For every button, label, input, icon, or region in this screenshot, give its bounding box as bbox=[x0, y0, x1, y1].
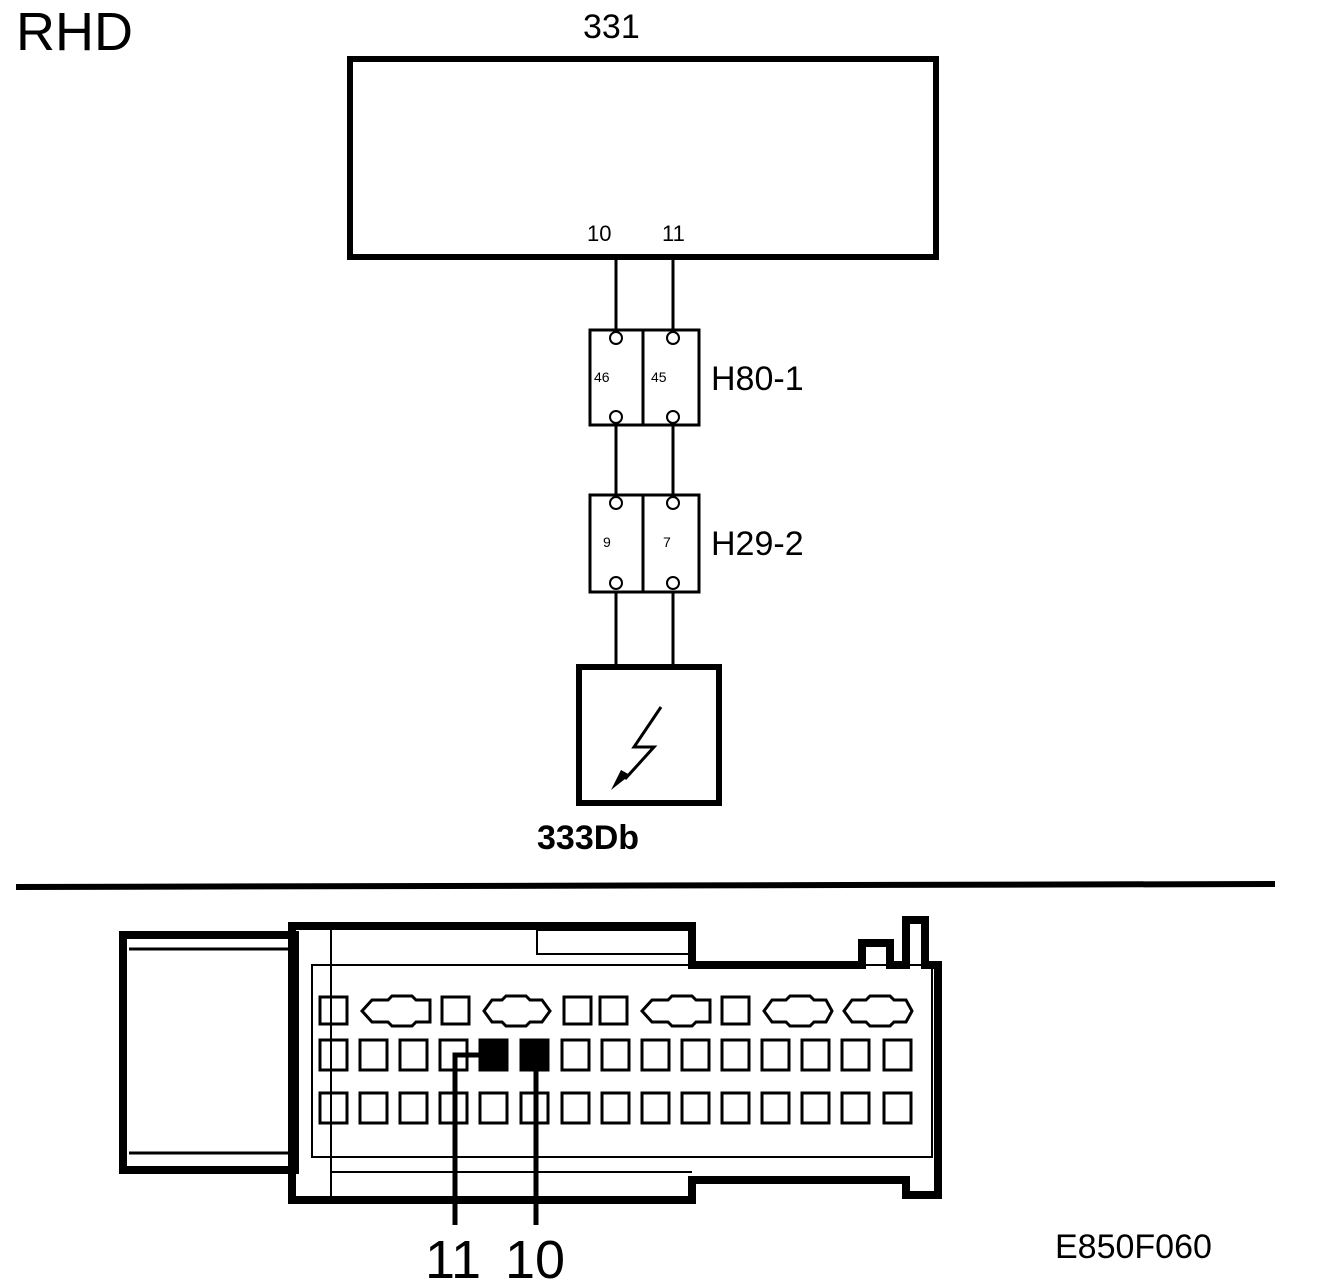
connector-plug-stub bbox=[119, 931, 299, 1174]
wires-module-to-h80 bbox=[614, 260, 675, 332]
h80-cavity-right bbox=[641, 328, 701, 427]
component-box bbox=[576, 664, 722, 806]
face-pin-10-label: 10 bbox=[505, 1230, 565, 1288]
section-divider bbox=[15, 881, 1276, 890]
module-box bbox=[347, 56, 939, 260]
component-id-label: 333Db bbox=[537, 819, 639, 857]
module-id-label: 331 bbox=[583, 8, 640, 46]
figure-code: E850F060 bbox=[1055, 1228, 1212, 1266]
h29-terminal bbox=[609, 576, 623, 590]
h29-terminal bbox=[609, 496, 623, 510]
cavity-row-middle bbox=[318, 1038, 913, 1072]
pin-leader-lines bbox=[452, 1052, 539, 1225]
h80-pin-45-label: 45 bbox=[651, 369, 667, 385]
connector-h29-2: 9 7 H29-2 bbox=[588, 493, 804, 594]
h29-pin-7-label: 7 bbox=[663, 534, 671, 550]
highlighted-pin-11 bbox=[478, 1038, 509, 1072]
lightning-bolt-icon bbox=[611, 706, 663, 790]
h80-terminal bbox=[609, 331, 623, 345]
module-pin-10-label: 10 bbox=[587, 221, 611, 246]
h80-terminal bbox=[666, 331, 680, 345]
module-pin-11-label: 11 bbox=[662, 221, 685, 246]
component-333db: 333Db bbox=[537, 664, 722, 857]
region-label: RHD bbox=[16, 2, 133, 62]
h80-id-label: H80-1 bbox=[711, 360, 804, 398]
h29-terminal bbox=[666, 576, 680, 590]
connector-face-view bbox=[119, 916, 942, 1225]
h29-terminal bbox=[666, 496, 680, 510]
face-pin-11-label: 11 bbox=[425, 1230, 481, 1288]
wires-h29-to-antenna bbox=[614, 592, 675, 666]
connector-h80-1: 46 45 H80-1 bbox=[588, 328, 804, 427]
wires-h80-to-h29 bbox=[614, 425, 675, 497]
cavity-row-top bbox=[318, 994, 914, 1028]
cavity-row-bottom bbox=[318, 1091, 913, 1125]
h29-cavity-right bbox=[641, 493, 701, 594]
h80-terminal bbox=[609, 410, 623, 424]
h29-pin-9-label: 9 bbox=[603, 534, 611, 550]
module-331: 331 10 11 bbox=[347, 8, 939, 260]
h29-id-label: H29-2 bbox=[711, 525, 804, 563]
h80-pin-46-label: 46 bbox=[594, 369, 610, 385]
h80-terminal bbox=[666, 410, 680, 424]
